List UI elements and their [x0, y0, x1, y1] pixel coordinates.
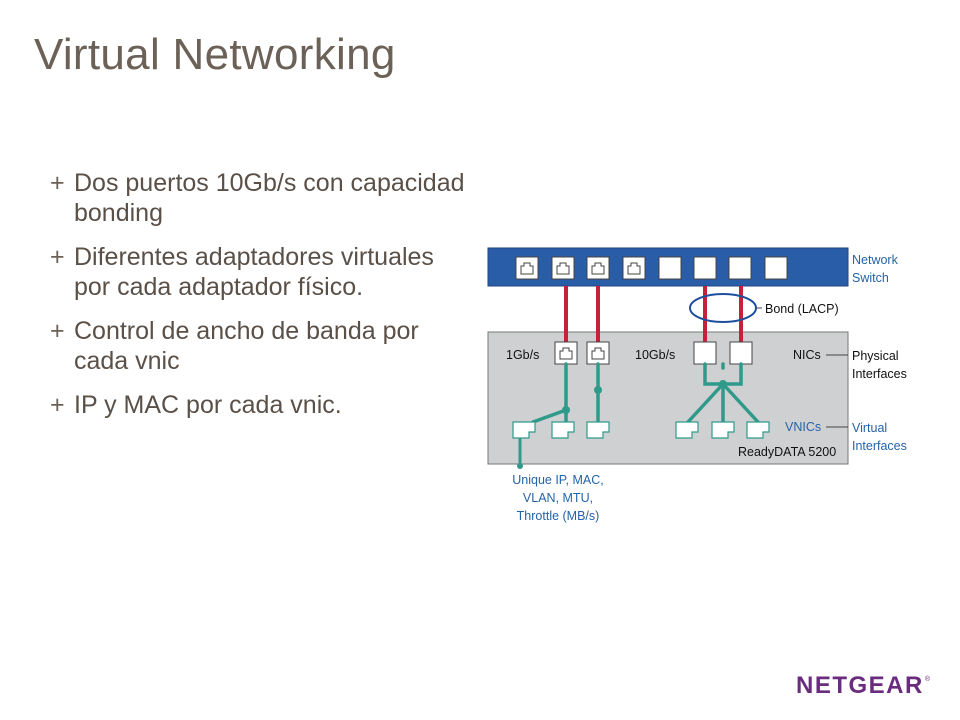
bullet-marker: + [50, 317, 65, 345]
nic-port-icon [586, 341, 610, 365]
virtual-label-line1: Virtual [852, 421, 887, 435]
readydata-device-box [487, 331, 849, 465]
bullet-item: + Control de ancho de banda por cada vni… [50, 316, 470, 376]
link-node [719, 380, 727, 388]
bullet-list: + Dos puertos 10Gb/s con capacidad bondi… [50, 168, 470, 434]
device-label: ReadyDATA 5200 [738, 445, 836, 459]
nics-label: NICs [793, 348, 821, 362]
link-node [562, 406, 570, 414]
switch-port-sfp [658, 256, 682, 280]
port-1g-label: 1Gb/s [506, 348, 539, 362]
bullet-text: IP y MAC por cada vnic. [74, 391, 342, 419]
registered-mark: ® [924, 676, 932, 683]
nic-port-icon [554, 341, 578, 365]
bullet-item: + IP y MAC por cada vnic. [50, 390, 470, 420]
vnic-info-line1: Unique IP, MAC, [512, 473, 603, 487]
switch-port-icon [515, 256, 539, 280]
switch-port-sfp [764, 256, 788, 280]
logo-text: NETGEAR [796, 672, 924, 699]
bullet-item: + Diferentes adaptadores virtuales por c… [50, 242, 470, 302]
bullet-marker: + [50, 391, 65, 419]
switch-port-icon [622, 256, 646, 280]
bond-label: Bond (LACP) [765, 302, 839, 316]
switch-port-icon [551, 256, 575, 280]
port-10g-label: 10Gb/s [635, 348, 675, 362]
switch-label-line1: Network [852, 253, 899, 267]
switch-port-sfp [693, 256, 717, 280]
physical-label-line2: Interfaces [852, 367, 907, 381]
slide-title: Virtual Networking [34, 30, 396, 79]
bullet-marker: + [50, 169, 65, 197]
netgear-logo: NETGEAR® [796, 672, 931, 700]
nic-port-sfp [693, 341, 717, 365]
vnic-info-line2: VLAN, MTU, [523, 491, 593, 505]
bond-ellipse [689, 293, 757, 323]
vnics-label: VNICs [785, 420, 821, 434]
network-diagram: 1Gb/s 10Gb/s NICs VNICs ReadyDATA 5200 N… [487, 247, 907, 523]
virtual-label-line2: Interfaces [852, 439, 907, 453]
bullet-text: Control de ancho de banda por cada vnic [74, 317, 419, 375]
vnic-info-line3: Throttle (MB/s) [517, 509, 600, 523]
bullet-item: + Dos puertos 10Gb/s con capacidad bondi… [50, 168, 470, 228]
switch-port-sfp [728, 256, 752, 280]
link-node [594, 386, 602, 394]
switch-label-line2: Switch [852, 271, 889, 285]
link-node [517, 463, 523, 469]
physical-label-line1: Physical [852, 349, 899, 363]
bullet-text: Diferentes adaptadores virtuales por cad… [74, 243, 434, 301]
bullet-marker: + [50, 243, 65, 271]
bullet-text: Dos puertos 10Gb/s con capacidad bonding [74, 169, 465, 227]
nic-port-sfp [729, 341, 753, 365]
switch-port-icon [586, 256, 610, 280]
